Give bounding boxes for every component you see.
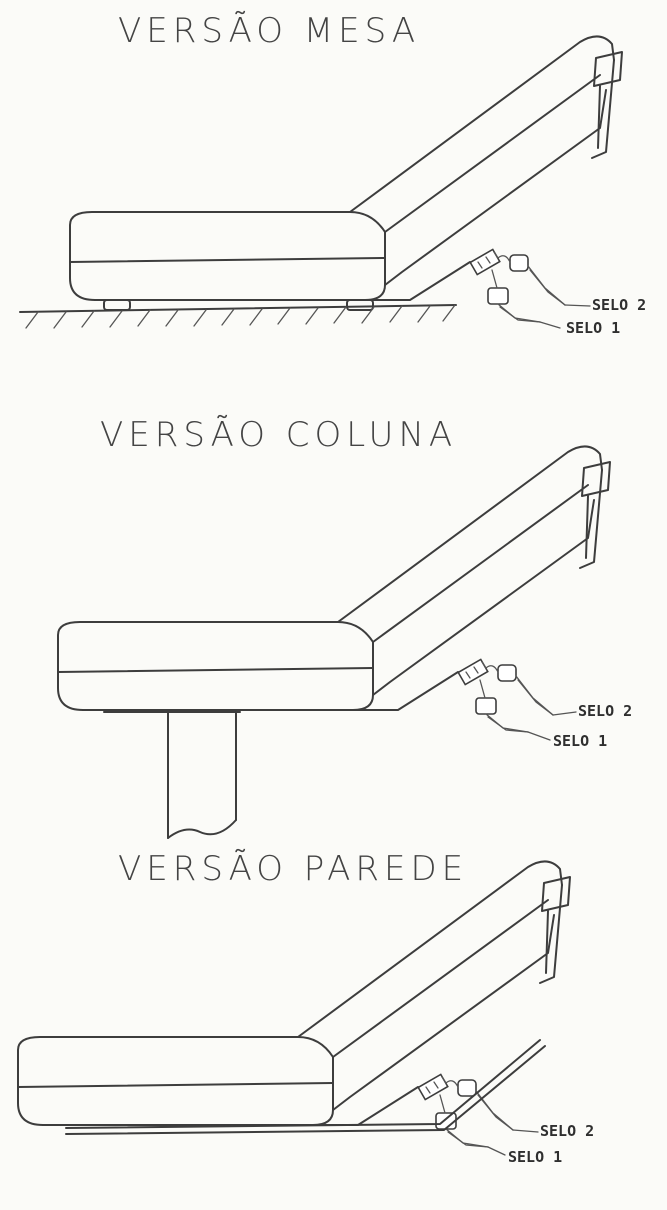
foot-left (103, 299, 131, 311)
title-mesa: VERSÃO MESA (118, 11, 420, 51)
label-selo-1: SELO 1 (553, 732, 607, 750)
scale-coluna (57, 445, 611, 733)
label-selo-1: SELO 1 (508, 1148, 562, 1166)
wall-bracket (65, 1039, 546, 1135)
scale-mesa (69, 35, 623, 323)
title-coluna: VERSÃO COLUNA (100, 415, 457, 455)
label-selo-2: SELO 2 (592, 296, 646, 314)
title-parede: VERSÃO PAREDE (118, 849, 468, 889)
label-selo-2: SELO 2 (578, 702, 632, 720)
foot-right (346, 299, 374, 311)
label-selo-1: SELO 1 (566, 319, 620, 337)
scale-parede (17, 860, 571, 1148)
table-surface (19, 304, 457, 329)
label-selo-2: SELO 2 (540, 1122, 594, 1140)
view-coluna: VERSÃO COLUNA SELO 2 SELO 1 (57, 415, 632, 839)
view-mesa: VERSÃO MESA SELO 2 SELO 1 (19, 11, 646, 337)
column-post (103, 711, 241, 839)
view-parede: VERSÃO PAREDE SELO 2 SELO 1 (17, 849, 594, 1166)
